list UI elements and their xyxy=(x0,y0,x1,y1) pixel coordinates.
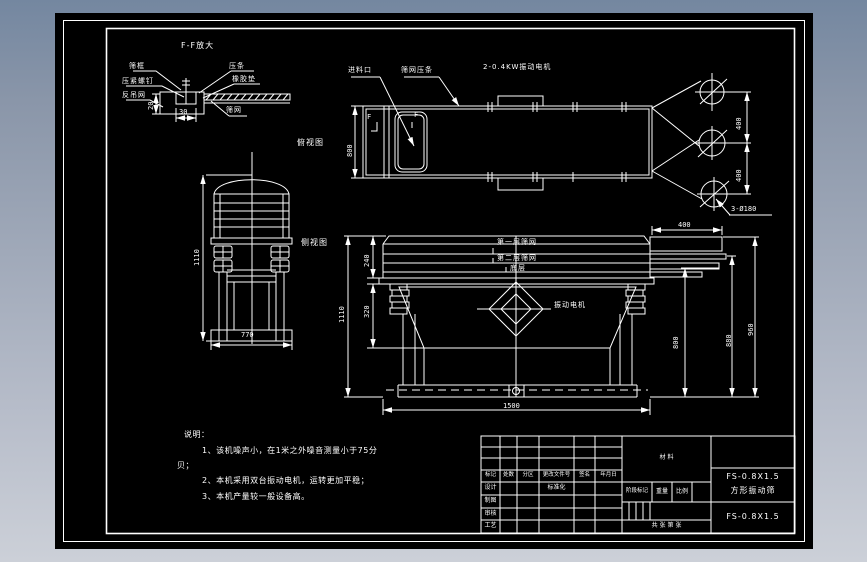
tb-process: 工艺 xyxy=(484,522,497,529)
tb-design: 设计 xyxy=(484,484,497,491)
side-view-title: 侧视图 xyxy=(301,238,328,247)
section-f-inner: F xyxy=(414,111,419,119)
tb-sheets: 共 张 第 张 xyxy=(651,522,682,529)
tb-rev-date: 年月日 xyxy=(600,472,617,478)
tb-draft: 制图 xyxy=(484,497,497,504)
frontview-dim-240: 240 xyxy=(363,254,371,267)
frontview-dim-800: 800 xyxy=(672,336,680,349)
press-strip-label: 压条 xyxy=(229,62,245,70)
note-line-1: 1、该机噪声小，在1米之外噪音测量小于75分 xyxy=(202,446,378,455)
detail-view-title: F-F放大 xyxy=(181,41,215,50)
holes-callout: 3-Ø180 xyxy=(731,205,757,213)
outlet-dim-400: 400 xyxy=(678,221,691,229)
tb-drawing-code: FS-0.8X1.5 xyxy=(726,512,780,521)
tb-rev-count: 处数 xyxy=(502,472,514,478)
tb-weight: 重量 xyxy=(655,488,668,495)
layer1-label: 第一层筛网 xyxy=(497,238,537,246)
tb-standardization: 标准化 xyxy=(547,484,566,491)
sideview-dim-1110: 1110 xyxy=(193,249,201,266)
top-view-title: 俯视图 xyxy=(297,138,324,147)
rubber-pad-label: 橡胶垫 xyxy=(232,75,256,83)
topview-dim-400-b: 400 xyxy=(735,169,743,182)
topview-dim-800: 800 xyxy=(346,144,354,157)
tb-check: 审核 xyxy=(484,510,497,517)
tb-product-name-line1: FS-0.8X1.5 xyxy=(726,472,780,481)
note-line-3: 3、本机产量较一般设备高。 xyxy=(202,492,310,501)
frontview-dim-960: 960 xyxy=(747,323,755,336)
bottom-layer-label: 底层 xyxy=(510,264,526,272)
notes-title: 说明： xyxy=(184,430,210,439)
tb-rev-docno: 更改文件号 xyxy=(542,472,571,478)
tb-rev-mark: 标记 xyxy=(484,472,496,478)
detail-dim-20: 20 xyxy=(147,101,155,110)
tb-product-name-line2: 方形振动筛 xyxy=(730,486,776,495)
mesh-label: 筛网 xyxy=(226,106,242,114)
frontview-dim-1500: 1500 xyxy=(503,402,520,410)
topview-dim-400-a: 400 xyxy=(735,117,743,130)
tb-scale: 比例 xyxy=(675,488,688,495)
sieve-frame-label: 筛框 xyxy=(129,62,145,70)
tb-stage: 阶段标记 xyxy=(625,488,648,494)
feed-inlet-label: 进料口 xyxy=(348,66,372,74)
detail-dim-30: 30 xyxy=(179,108,188,116)
note-line-2: 2、本机采用双台振动电机，运转更加平稳； xyxy=(202,476,370,485)
layer2-label: 第二层筛网 xyxy=(497,254,537,262)
tb-rev-sign: 签名 xyxy=(578,472,590,478)
tb-rev-zone: 分区 xyxy=(522,472,534,478)
hang-net-label: 反吊网 xyxy=(122,91,146,99)
motor-label: 振动电机 xyxy=(554,301,586,309)
section-f-outer: F xyxy=(367,113,372,121)
mesh-strip-label: 筛网压条 xyxy=(401,66,433,74)
motor-spec-label: 2-0.4KW振动电机 xyxy=(483,63,552,71)
frontview-dim-880: 880 xyxy=(725,334,733,347)
note-line-1-cont: 贝； xyxy=(177,461,194,470)
tb-material: 材 料 xyxy=(659,454,674,461)
press-screw-label: 压紧螺钉 xyxy=(122,77,154,85)
frontview-dim-1110: 1110 xyxy=(338,306,346,323)
sideview-dim-770: 770 xyxy=(241,331,254,339)
frontview-dim-320: 320 xyxy=(363,305,371,318)
